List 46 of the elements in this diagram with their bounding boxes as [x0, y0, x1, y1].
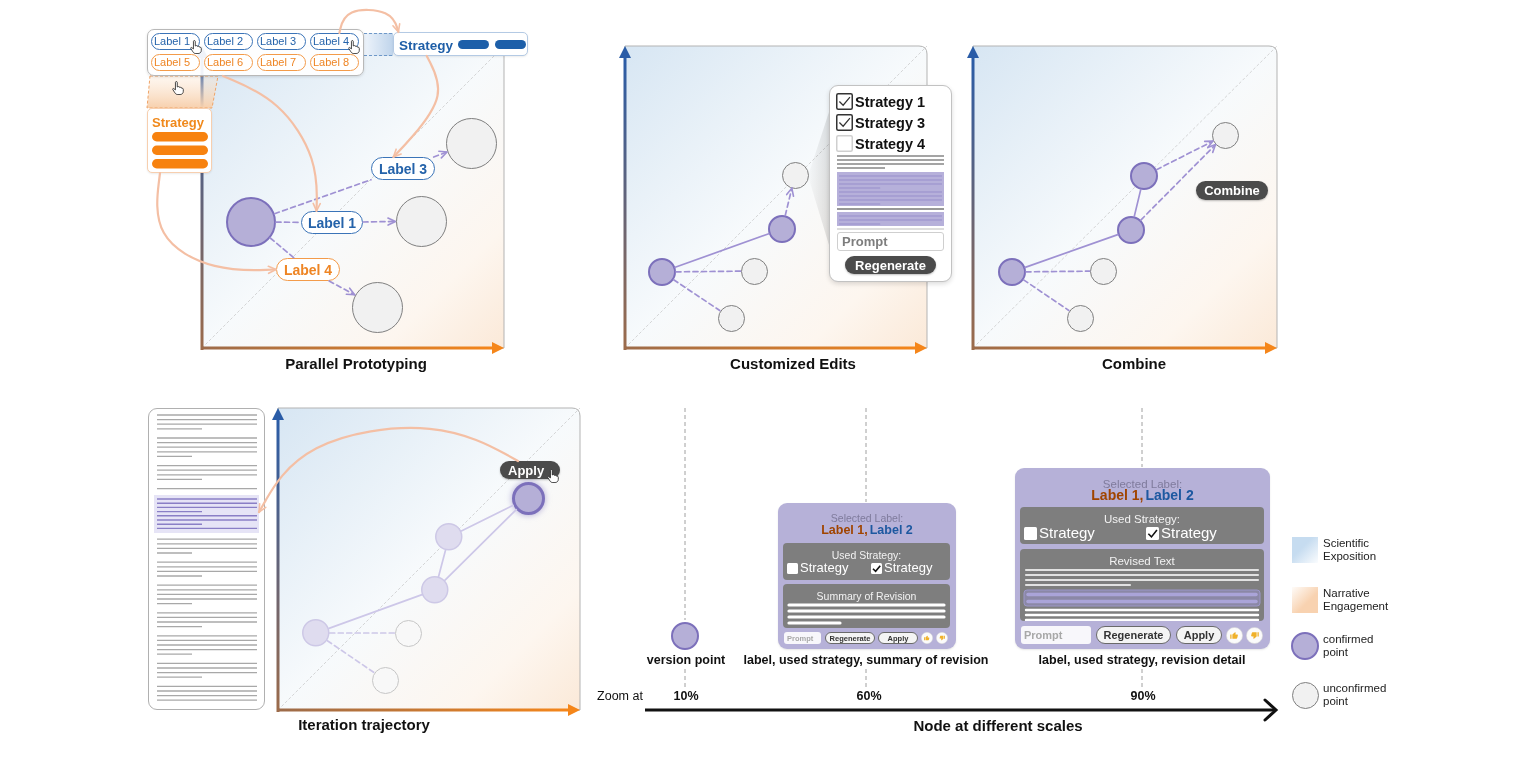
regenerate-button: Regenerate [1096, 626, 1171, 644]
tick-label: 10% [673, 688, 699, 704]
strategy-option: Strategy [1161, 525, 1217, 542]
node-detail-card [1015, 468, 1270, 649]
used-strategy-panel [783, 543, 950, 580]
panel-caption: Customized Edits [730, 355, 856, 373]
card-heading: Selected Label: [1102, 478, 1183, 490]
legend-label: confirmed point [1323, 633, 1375, 659]
node-caption: label, used strategy, revision detail [1038, 652, 1246, 668]
label-tag: Label 2 [204, 33, 253, 50]
selected-label-name: Label 2 [869, 523, 913, 537]
legend-label: unconfirmed point [1323, 682, 1388, 708]
node-detail-card [778, 503, 956, 649]
panel-caption: Combine [1101, 355, 1167, 373]
strategy-option: Strategy [1039, 525, 1095, 542]
panel-caption: Node at different scales [913, 717, 1083, 735]
legend-label: Scientific Exposition [1323, 537, 1378, 563]
prompt-input-field: Prompt [1021, 626, 1091, 644]
node-caption: version point [646, 652, 726, 668]
selected-label-name: Label 1, [821, 523, 868, 537]
used-strategy-panel [1020, 507, 1264, 544]
strategy-option: Strategy [884, 561, 933, 576]
panel-heading: Summary of Revision [816, 590, 917, 602]
revision-summary-panel [783, 584, 950, 628]
node-caption: label, used strategy, summary of revision [743, 652, 989, 668]
panel-caption: Iteration trajectory [298, 716, 430, 734]
panel-heading: Used Strategy: [831, 549, 902, 561]
strategy-card [147, 108, 212, 173]
legend-label: Narrative Engagement [1323, 587, 1390, 613]
label-tag: Label 3 [257, 33, 306, 50]
arrow [338, 8, 401, 35]
selected-label-name: Label 2 [1145, 487, 1194, 503]
label-tag: Label 5 [151, 54, 200, 71]
axis-label: Zoom at [597, 688, 643, 704]
card-heading: Selected Label: [830, 512, 904, 524]
tick-label: 60% [856, 688, 882, 704]
tick-label: 90% [1130, 688, 1156, 704]
panel-caption: Parallel Prototyping [285, 355, 427, 373]
version-point [671, 622, 699, 650]
strategy-heading: Strategy [152, 115, 205, 130]
panel-heading: Used Strategy: [1103, 513, 1181, 525]
revised-text-panel [1020, 549, 1264, 621]
apply-button: Apply [1176, 626, 1222, 644]
selected-label-name: Label 1, [1091, 487, 1144, 503]
strategy-option: Strategy [800, 561, 849, 576]
panel-heading: Revised Text [1109, 555, 1175, 567]
